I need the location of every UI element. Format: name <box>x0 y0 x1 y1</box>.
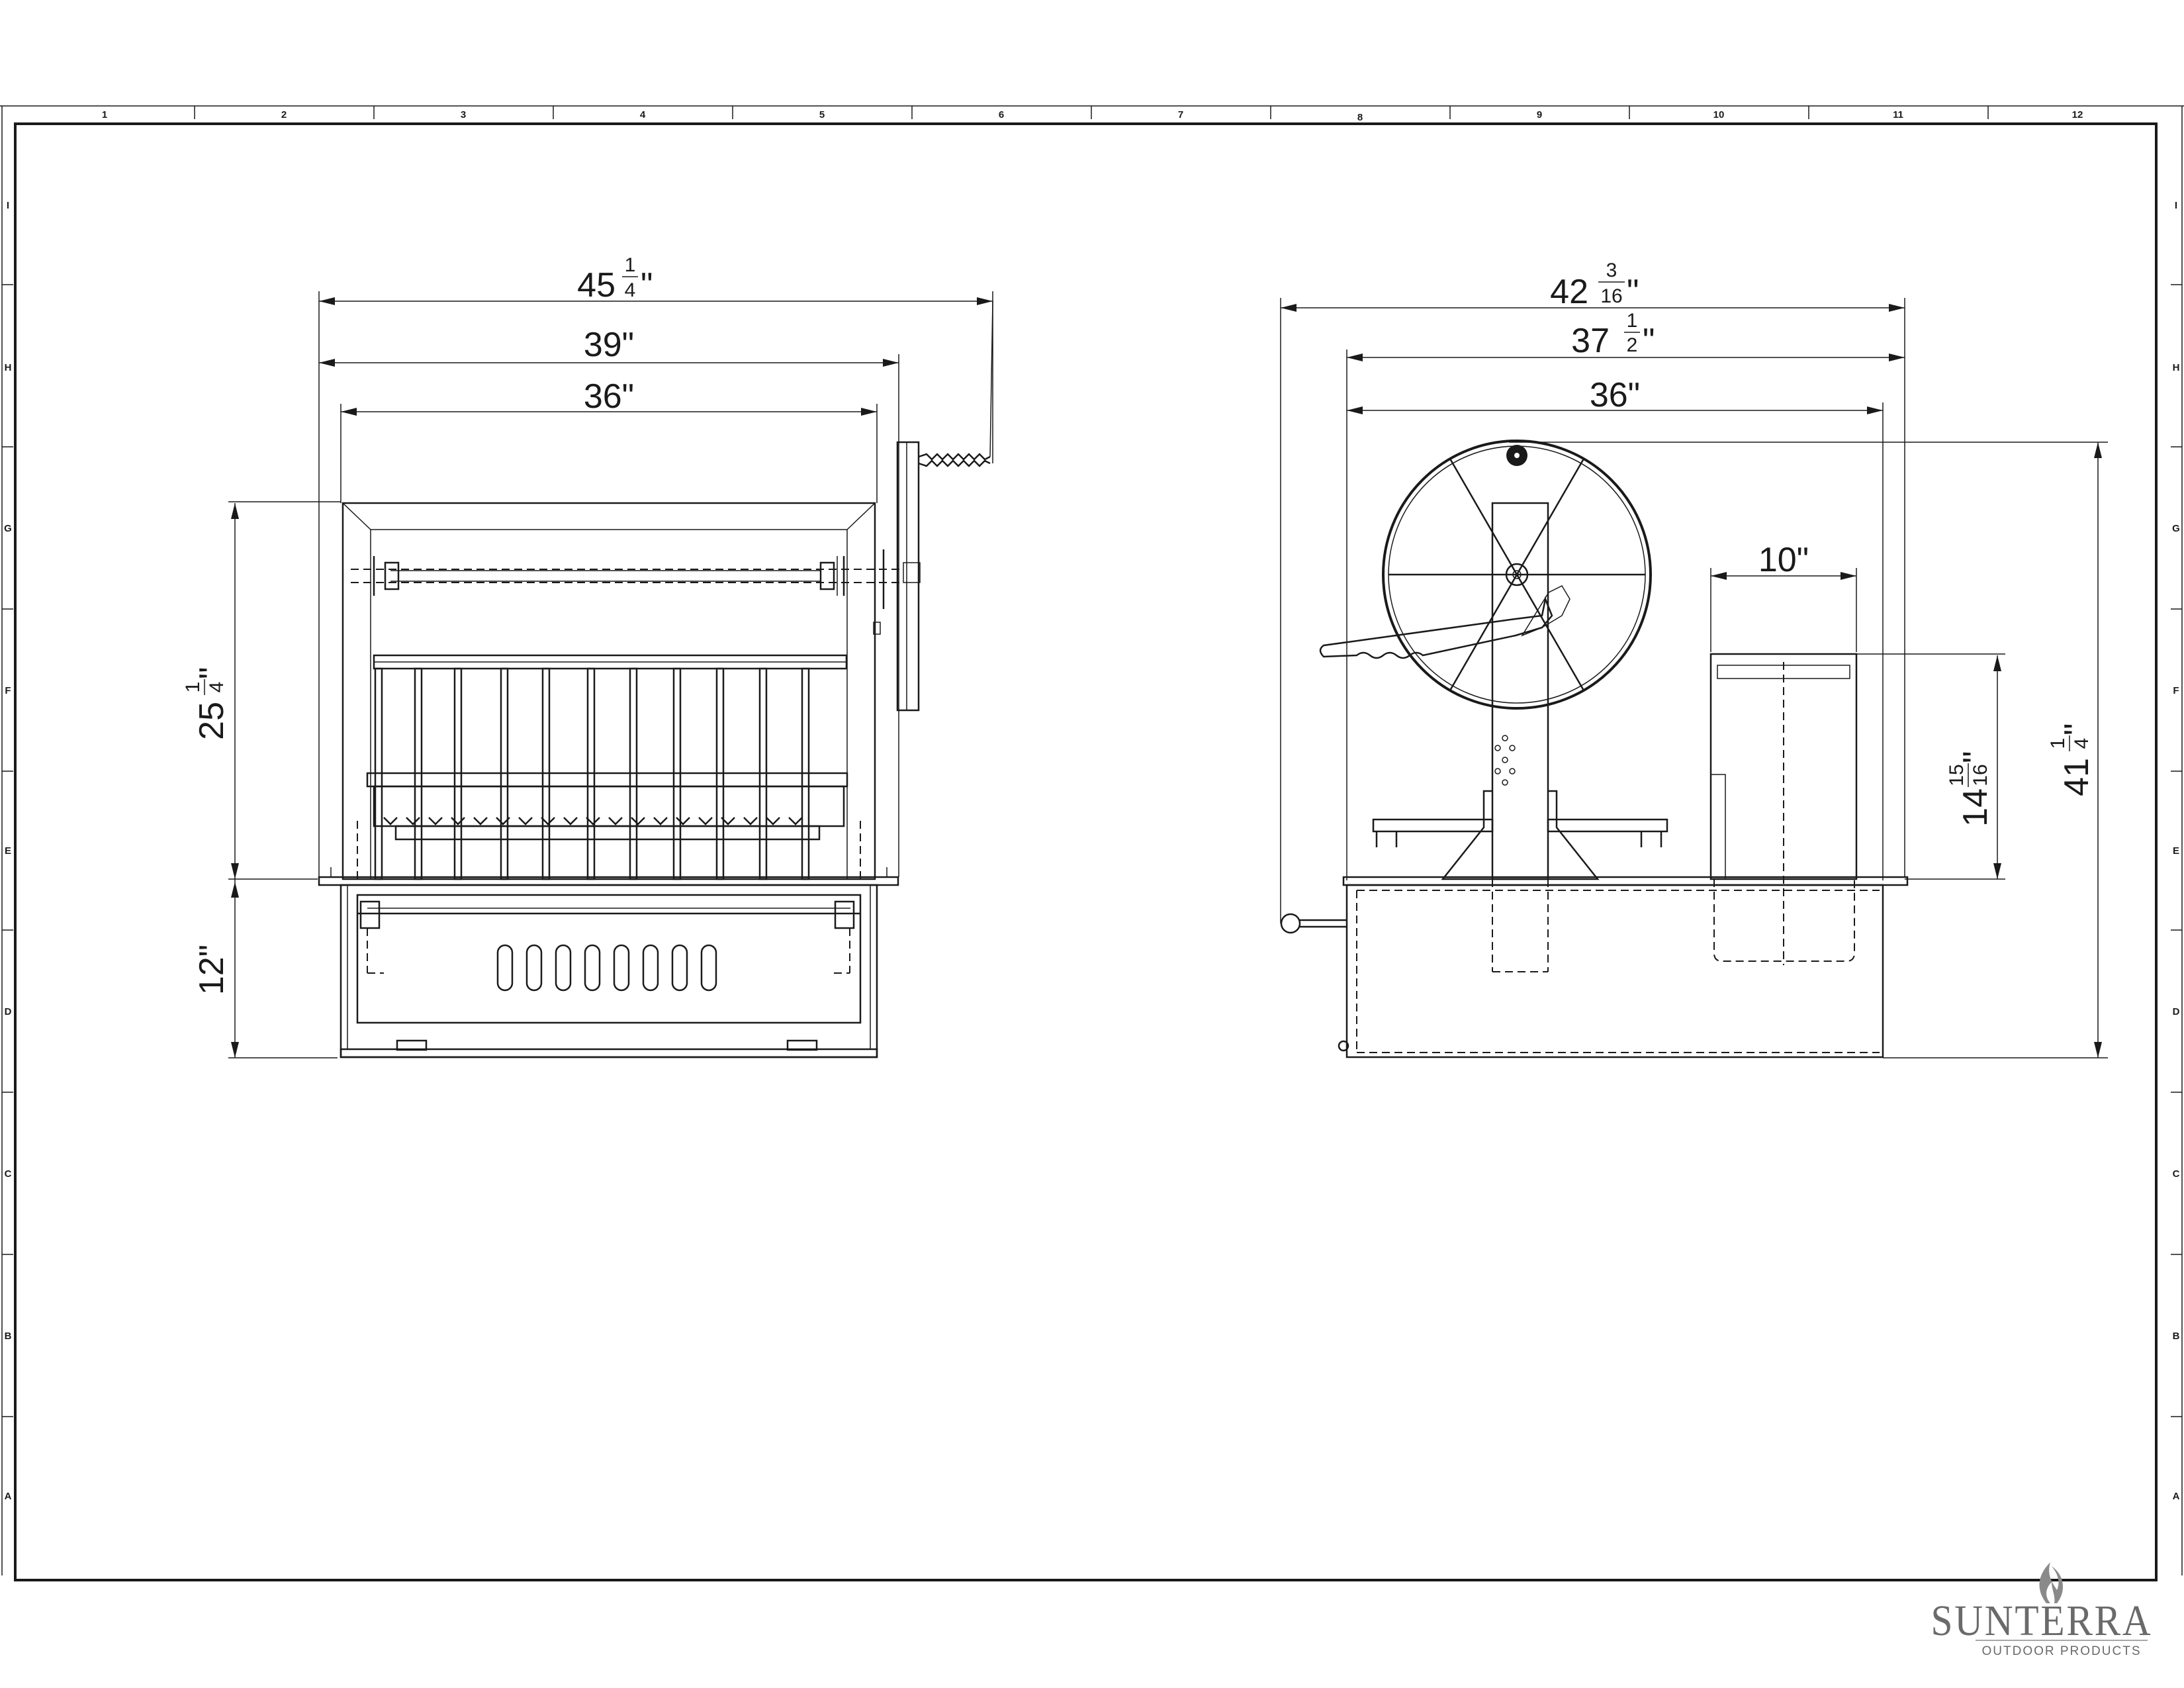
column-label: 11 <box>1893 109 1903 120</box>
row-label: A <box>2173 1491 2180 1502</box>
dim-value: 10" <box>1758 541 1809 579</box>
dim-unit: " <box>641 266 653 305</box>
dim-width-36-side: 36" <box>1347 376 1884 880</box>
row-label: G <box>2172 523 2180 534</box>
side-view: 42 3 16 " 37 1 2 " 36" <box>1280 259 2108 1058</box>
dim-value: 45 <box>577 266 615 305</box>
dim-frac-den: 4 <box>206 682 228 693</box>
column-label: 8 <box>1357 112 1363 123</box>
dim-value: 36" <box>584 377 634 416</box>
crank-wheel <box>896 301 993 712</box>
column-label: 2 <box>281 109 287 120</box>
row-label: D <box>5 1006 12 1017</box>
dim-frac-num: 1 <box>182 682 204 693</box>
dim-frac-den: 4 <box>2071 738 2093 749</box>
dim-frac-num: 15 <box>1946 764 1968 786</box>
grill-hood <box>341 502 876 880</box>
dim-value: 37 <box>1571 322 1610 360</box>
column-label: 9 <box>1537 109 1542 120</box>
spit-wheel <box>1382 440 1652 710</box>
dim-unit: " <box>1643 322 1655 360</box>
dim-frac-den: 16 <box>1600 285 1622 307</box>
dim-height-lower-front: 12" <box>193 879 338 1058</box>
spit-handle <box>1319 585 1570 659</box>
row-label: H <box>5 362 12 373</box>
support-post <box>1441 502 1600 972</box>
dim-value: 12" <box>193 945 231 995</box>
column-label: 5 <box>819 109 825 120</box>
dim-unit: " <box>2058 724 2096 735</box>
row-label: F <box>2173 685 2179 696</box>
brand-tagline: OUTDOOR PRODUCTS <box>1982 1644 2142 1658</box>
column-label: 6 <box>999 109 1004 120</box>
row-label: D <box>2173 1006 2180 1017</box>
fuel-box <box>1709 653 1858 965</box>
flame-icon <box>2039 1562 2064 1603</box>
dim-width-39-front: 39" <box>319 326 899 877</box>
row-label: E <box>2173 845 2179 857</box>
dim-value: 41 <box>2058 758 2096 796</box>
row-label: I <box>7 200 9 211</box>
column-label: 1 <box>102 109 107 120</box>
front-view: 45 1 4 " 39" 36" <box>182 254 993 1058</box>
dim-frac-num: 1 <box>2047 738 2069 749</box>
dim-value: 42 <box>1550 273 1588 311</box>
dim-overall-height-side: 41 1 4 " <box>1509 442 2108 1058</box>
dim-width-37-side: 37 1 2 " <box>1346 310 1905 880</box>
column-label: 7 <box>1178 109 1183 120</box>
dim-value: 14 <box>1956 788 1995 827</box>
dim-overall-width-front: 45 1 4 " <box>318 254 993 877</box>
spit-rod <box>351 549 921 635</box>
dim-frac-den: 2 <box>1627 334 1638 356</box>
vent-slots <box>496 944 717 992</box>
row-label: G <box>4 523 12 534</box>
dim-frac-num: 1 <box>1627 310 1638 332</box>
column-label: 10 <box>1713 109 1725 120</box>
dim-value: 39" <box>584 326 634 364</box>
base-cabinet <box>1280 876 1909 1058</box>
dim-value: 36" <box>1590 376 1640 414</box>
column-ruler: 1 2 3 4 5 6 7 8 9 10 11 12 <box>102 106 2083 123</box>
row-label: B <box>2173 1331 2180 1342</box>
row-label: H <box>2173 362 2180 373</box>
column-label: 4 <box>640 109 646 120</box>
column-label: 12 <box>2072 109 2083 120</box>
row-ruler: I I H H G G F F E E D D C C B B A A <box>2 200 2182 1502</box>
row-label: B <box>5 1331 12 1342</box>
skewer-rack <box>357 654 861 880</box>
sheet-frame <box>0 105 2184 1581</box>
dim-width-36-front: 36" <box>340 377 878 503</box>
dim-frac-den: 4 <box>625 279 636 301</box>
dim-box-height-side: 14 15 16 " <box>1856 653 2005 880</box>
dim-value: 25 <box>193 702 231 740</box>
row-label: A <box>5 1491 12 1502</box>
brand-name: SUNTERRA <box>1931 1597 2153 1645</box>
row-label: C <box>2173 1168 2180 1180</box>
dim-height-upper-front: 25 1 4 " <box>182 501 341 880</box>
dim-box-width-side: 10" <box>1710 541 1857 652</box>
dim-frac-num: 1 <box>625 254 636 276</box>
side-shelves <box>1372 818 1668 847</box>
column-label: 3 <box>461 109 466 120</box>
row-label: F <box>5 685 11 696</box>
dim-overall-width-side: 42 3 16 " <box>1280 259 1905 923</box>
dim-frac-num: 3 <box>1606 259 1617 281</box>
brand-block: SUNTERRA OUTDOOR PRODUCTS <box>1931 1562 2153 1658</box>
dim-frac-den: 16 <box>1970 764 1991 786</box>
dim-unit: " <box>193 667 231 679</box>
row-label: C <box>5 1168 12 1180</box>
firebox <box>318 867 899 1058</box>
row-label: I <box>2175 200 2177 211</box>
dim-unit: " <box>1956 751 1995 763</box>
row-label: E <box>5 845 11 857</box>
dim-unit: " <box>1627 273 1639 311</box>
